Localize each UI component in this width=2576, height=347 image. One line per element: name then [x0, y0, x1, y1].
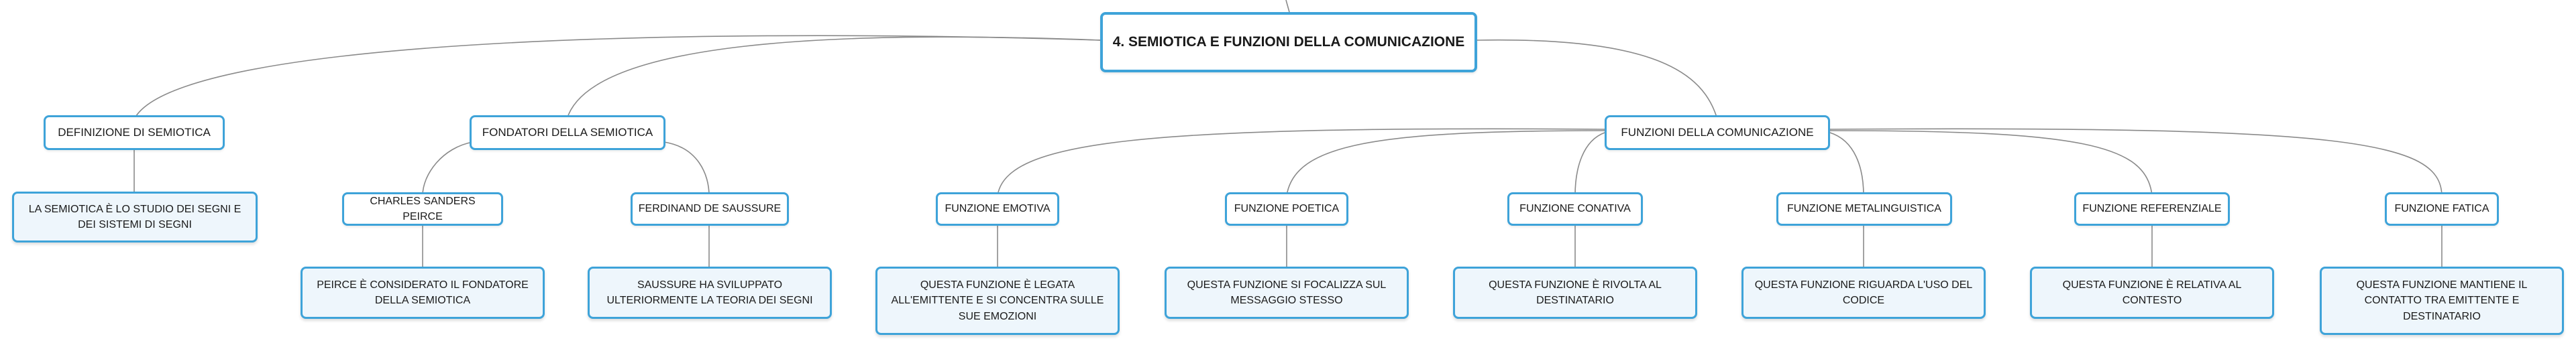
topic-emotiva-label: FUNZIONE EMOTIVA — [945, 203, 1051, 215]
note-conativa[interactable]: QUESTA FUNZIONE È RIVOLTA AL DESTINATARI… — [1453, 267, 1697, 319]
root-topic-label: 4. SEMIOTICA E FUNZIONI DELLA COMUNICAZI… — [1112, 33, 1465, 50]
topic-fatica[interactable]: FUNZIONE FATICA — [2385, 192, 2499, 226]
connector-funzioni-metalinguistica — [1829, 132, 1864, 196]
topic-saussure[interactable]: FERDINAND DE SAUSSURE — [631, 192, 789, 226]
connector-funzioni-referenziale — [1829, 130, 2153, 196]
root-topic[interactable]: 4. SEMIOTICA E FUNZIONI DELLA COMUNICAZI… — [1100, 12, 1477, 72]
topic-conativa-label: FUNZIONE CONATIVA — [1519, 203, 1631, 215]
topic-definizione[interactable]: DEFINIZIONE DI SEMIOTICA — [44, 115, 225, 150]
connector-root-parent — [1285, 0, 1290, 13]
note-fatica-text: QUESTA FUNZIONE MANTIENE IL CONTATTO TRA… — [2356, 279, 2528, 322]
connector-funzioni-conativa — [1574, 132, 1605, 196]
topic-poetica-label: FUNZIONE POETICA — [1234, 203, 1340, 215]
connector-root-definizione — [133, 35, 1101, 120]
note-poetica-text: QUESTA FUNZIONE SI FOCALIZZA SUL MESSAGG… — [1187, 279, 1387, 306]
note-definizione-text: LA SEMIOTICA È LO STUDIO DEI SEGNI E DEI… — [28, 203, 241, 230]
note-metalinguistica[interactable]: QUESTA FUNZIONE RIGUARDA L'USO DEL CODIC… — [1741, 267, 1986, 319]
topic-peirce-label: CHARLES SANDERS PEIRCE — [370, 195, 476, 222]
note-referenziale[interactable]: QUESTA FUNZIONE È RELATIVA AL CONTESTO — [2030, 267, 2274, 319]
topic-referenziale-label: FUNZIONE REFERENZIALE — [2082, 203, 2222, 215]
topic-fondatori-label: FONDATORI DELLA SEMIOTICA — [482, 125, 653, 139]
connector-root-funzioni — [1477, 39, 1718, 120]
note-fatica[interactable]: QUESTA FUNZIONE MANTIENE IL CONTATTO TRA… — [2320, 267, 2564, 335]
topic-metalinguistica[interactable]: FUNZIONE METALINGUISTICA — [1776, 192, 1952, 226]
connector-root-fondatori — [566, 36, 1101, 120]
note-emotiva[interactable]: QUESTA FUNZIONE È LEGATA ALL'EMITTENTE E… — [875, 267, 1120, 335]
topic-emotiva[interactable]: FUNZIONE EMOTIVA — [936, 192, 1059, 226]
topic-conativa[interactable]: FUNZIONE CONATIVA — [1507, 192, 1643, 226]
note-peirce-text: PEIRCE È CONSIDERATO IL FONDATORE DELLA … — [317, 279, 529, 306]
topic-poetica[interactable]: FUNZIONE POETICA — [1225, 192, 1348, 226]
topic-fondatori[interactable]: FONDATORI DELLA SEMIOTICA — [470, 115, 665, 150]
note-saussure[interactable]: SAUSSURE HA SVILUPPATO ULTERIORMENTE LA … — [588, 267, 832, 319]
topic-metalinguistica-label: FUNZIONE METALINGUISTICA — [1787, 203, 1941, 215]
note-peirce[interactable]: PEIRCE È CONSIDERATO IL FONDATORE DELLA … — [301, 267, 545, 319]
connector-funzioni-emotiva — [997, 128, 1605, 196]
note-metalinguistica-text: QUESTA FUNZIONE RIGUARDA L'USO DEL CODIC… — [1754, 279, 1973, 306]
topic-peirce[interactable]: CHARLES SANDERS PEIRCE — [342, 192, 503, 226]
note-conativa-text: QUESTA FUNZIONE È RIVOLTA AL DESTINATARI… — [1489, 279, 1662, 306]
connector-funzioni-poetica — [1286, 130, 1605, 196]
topic-funzioni-label: FUNZIONI DELLA COMUNICAZIONE — [1621, 125, 1814, 139]
topic-referenziale[interactable]: FUNZIONE REFERENZIALE — [2074, 192, 2230, 226]
connector-funzioni-fatica — [1829, 128, 2443, 196]
topic-definizione-label: DEFINIZIONE DI SEMIOTICA — [58, 125, 211, 139]
note-emotiva-text: QUESTA FUNZIONE È LEGATA ALL'EMITTENTE E… — [891, 279, 1104, 322]
topic-funzioni[interactable]: FUNZIONI DELLA COMUNICAZIONE — [1605, 115, 1830, 150]
note-definizione[interactable]: LA SEMIOTICA È LO STUDIO DEI SEGNI E DEI… — [12, 192, 258, 242]
topic-saussure-label: FERDINAND DE SAUSSURE — [638, 203, 782, 215]
note-referenziale-text: QUESTA FUNZIONE È RELATIVA AL CONTESTO — [2062, 279, 2242, 306]
connector-fondatori-peirce — [422, 141, 474, 196]
note-poetica[interactable]: QUESTA FUNZIONE SI FOCALIZZA SUL MESSAGG… — [1165, 267, 1409, 319]
connector-fondatori-saussure — [663, 141, 710, 196]
topic-fatica-label: FUNZIONE FATICA — [2394, 203, 2489, 215]
note-saussure-text: SAUSSURE HA SVILUPPATO ULTERIORMENTE LA … — [606, 279, 813, 306]
